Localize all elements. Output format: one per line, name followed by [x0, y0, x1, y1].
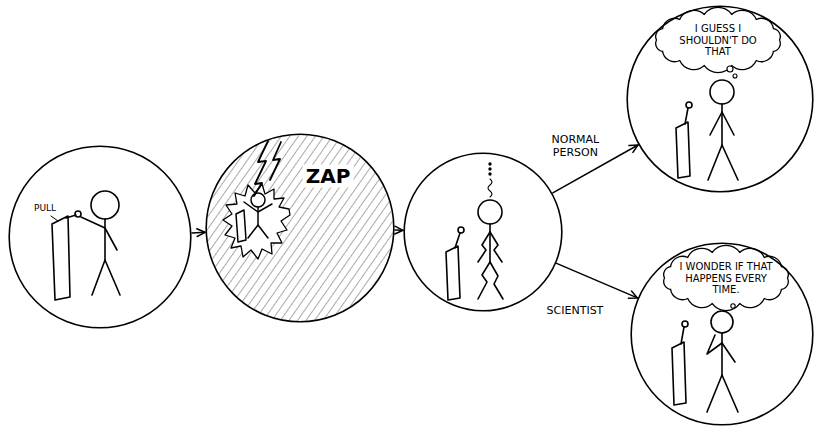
stick-leg	[478, 262, 490, 299]
lectern	[446, 246, 460, 300]
stick-body	[721, 333, 723, 375]
stick-head	[251, 193, 265, 207]
panel-one-art	[51, 191, 120, 300]
smoke-squiggle	[488, 179, 492, 197]
lever-knob	[682, 321, 688, 327]
flow-arrow	[557, 263, 638, 298]
panel-two-art	[207, 135, 393, 321]
hatch-ground	[207, 135, 393, 321]
arrow-head	[395, 226, 403, 234]
stick-legs	[92, 260, 120, 295]
arrow-head	[629, 145, 638, 152]
flow-arrow	[395, 226, 403, 234]
pull-label: PULL	[34, 203, 56, 213]
panel-circle	[403, 152, 563, 312]
thought-bubbles	[656, 7, 789, 310]
stick-body	[257, 207, 259, 225]
stick-arms	[710, 112, 734, 135]
bolt-line	[254, 141, 268, 196]
circle-outline-layer	[8, 145, 192, 329]
stick-arm	[81, 217, 105, 228]
daze-dot	[489, 163, 491, 165]
stick-head	[91, 191, 119, 219]
thought-trail-dot	[731, 304, 735, 308]
panel-three-art	[446, 163, 503, 300]
stick-head	[478, 200, 502, 224]
zapped-figure	[236, 193, 272, 242]
branch-label: NORMAL PERSON	[550, 133, 602, 160]
stick-body	[721, 104, 723, 145]
circle-outline	[206, 134, 394, 322]
lever	[455, 233, 460, 248]
stick-leg	[490, 262, 503, 299]
zap-burst	[223, 184, 290, 259]
thought-trail-dot	[727, 66, 733, 72]
stick-arm	[490, 232, 502, 262]
zap-sound: ZAP	[303, 165, 354, 188]
panel-four-art	[676, 80, 738, 180]
panel-circle: I GUESS I SHOULDN'T DO THAT	[626, 5, 814, 193]
stick-arm	[722, 343, 735, 362]
lever-knob	[686, 102, 692, 108]
panel-circle: ZAP	[205, 133, 395, 323]
thought-trail-dot	[733, 74, 737, 78]
stick-body	[489, 224, 491, 262]
circle-outline-layer	[403, 152, 563, 312]
circle-outline	[631, 243, 813, 425]
branch-label: SCIENTIST	[545, 303, 606, 318]
lectern	[672, 342, 686, 405]
lectern	[236, 210, 246, 242]
lectern	[52, 216, 70, 300]
thought-bubble	[656, 7, 781, 72]
lever	[685, 108, 688, 124]
stick-head	[711, 311, 733, 333]
leader-line	[51, 216, 58, 221]
arrow-head	[197, 229, 205, 237]
stick-legs	[707, 375, 738, 412]
lightning-bolt	[254, 141, 281, 196]
bolt-line	[270, 142, 281, 180]
stick-body	[104, 219, 106, 260]
stick-arm	[478, 232, 490, 262]
daze-dot	[489, 173, 491, 175]
thought-text: I GUESS I SHOULDN'T DO THAT	[671, 23, 766, 58]
circle-outline	[9, 146, 191, 328]
thought-text: I WONDER IF THAT HAPPENS EVERY TIME.	[679, 261, 774, 296]
lever-knob	[458, 227, 464, 233]
lever	[681, 327, 684, 344]
daze-dot	[489, 168, 491, 170]
stick-legs	[248, 225, 268, 238]
stick-arm-chin	[707, 335, 722, 354]
lever-knob	[75, 211, 81, 217]
panel-circle: I WONDER IF THAT HAPPENS EVERY TIME.	[630, 242, 814, 426]
thought-bubble	[664, 245, 789, 310]
stick-arm	[105, 228, 117, 250]
stick-arms	[244, 202, 272, 212]
stick-head	[710, 80, 734, 104]
flow-arrow	[192, 229, 205, 237]
lectern	[676, 122, 690, 178]
stick-legs	[708, 145, 738, 180]
panel-five-art	[672, 311, 738, 412]
panel-circle: PULL	[8, 145, 192, 329]
circle-outline-layer	[205, 133, 395, 323]
arrow-head	[628, 291, 637, 298]
circle-outline	[404, 153, 562, 311]
arrow-shaft	[557, 263, 638, 298]
circle-outline	[627, 6, 813, 192]
